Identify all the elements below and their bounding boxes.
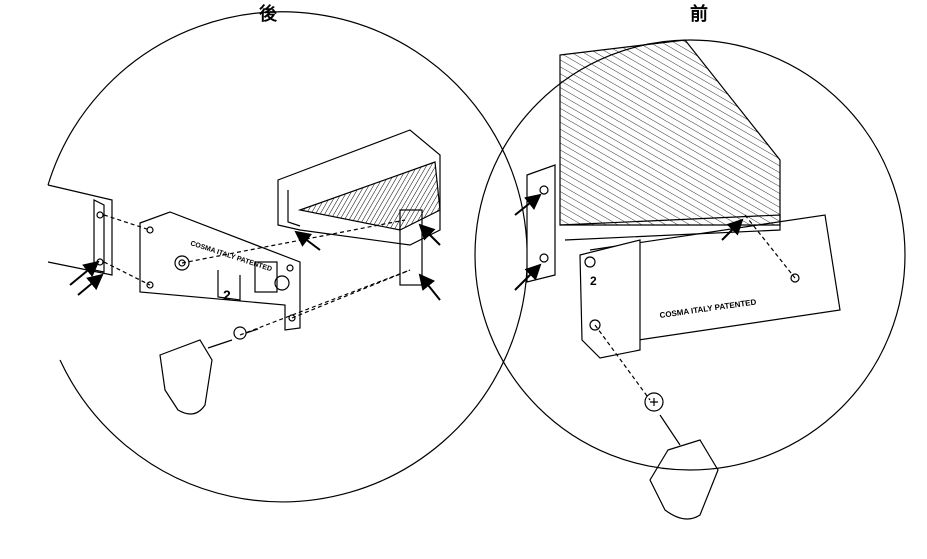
rear-view: COSMA ITALY PATENTED 2 [47, 11, 528, 503]
rack-bracket: COSMA ITALY PATENTED 2 [139, 211, 301, 331]
front-number: 2 [590, 274, 597, 288]
front-label: 前 [690, 4, 708, 25]
screw-front [644, 392, 664, 412]
front-bracket: 2 COSMA ITALY PATENTED [579, 214, 841, 359]
rear-plate-text: COSMA ITALY PATENTED [189, 240, 272, 273]
front-view: 2 COSMA ITALY PATENTED [474, 39, 906, 520]
alignment-lines [103, 214, 411, 336]
front-plate-text: COSMA ITALY PATENTED [659, 297, 757, 320]
front-view-circle [474, 39, 906, 471]
alignment-lines-front [594, 214, 796, 401]
screwdriver-front [649, 414, 719, 520]
screwdriver-rear [159, 339, 233, 415]
chassis-rear [277, 129, 441, 286]
rear-number: 2 [223, 287, 231, 303]
arrows-rear [69, 223, 441, 301]
chassis-front [526, 39, 781, 283]
rack-post-left [47, 184, 113, 276]
arrows-front [514, 193, 744, 291]
screw-rear [233, 326, 259, 340]
rear-label: 後 [259, 4, 277, 25]
